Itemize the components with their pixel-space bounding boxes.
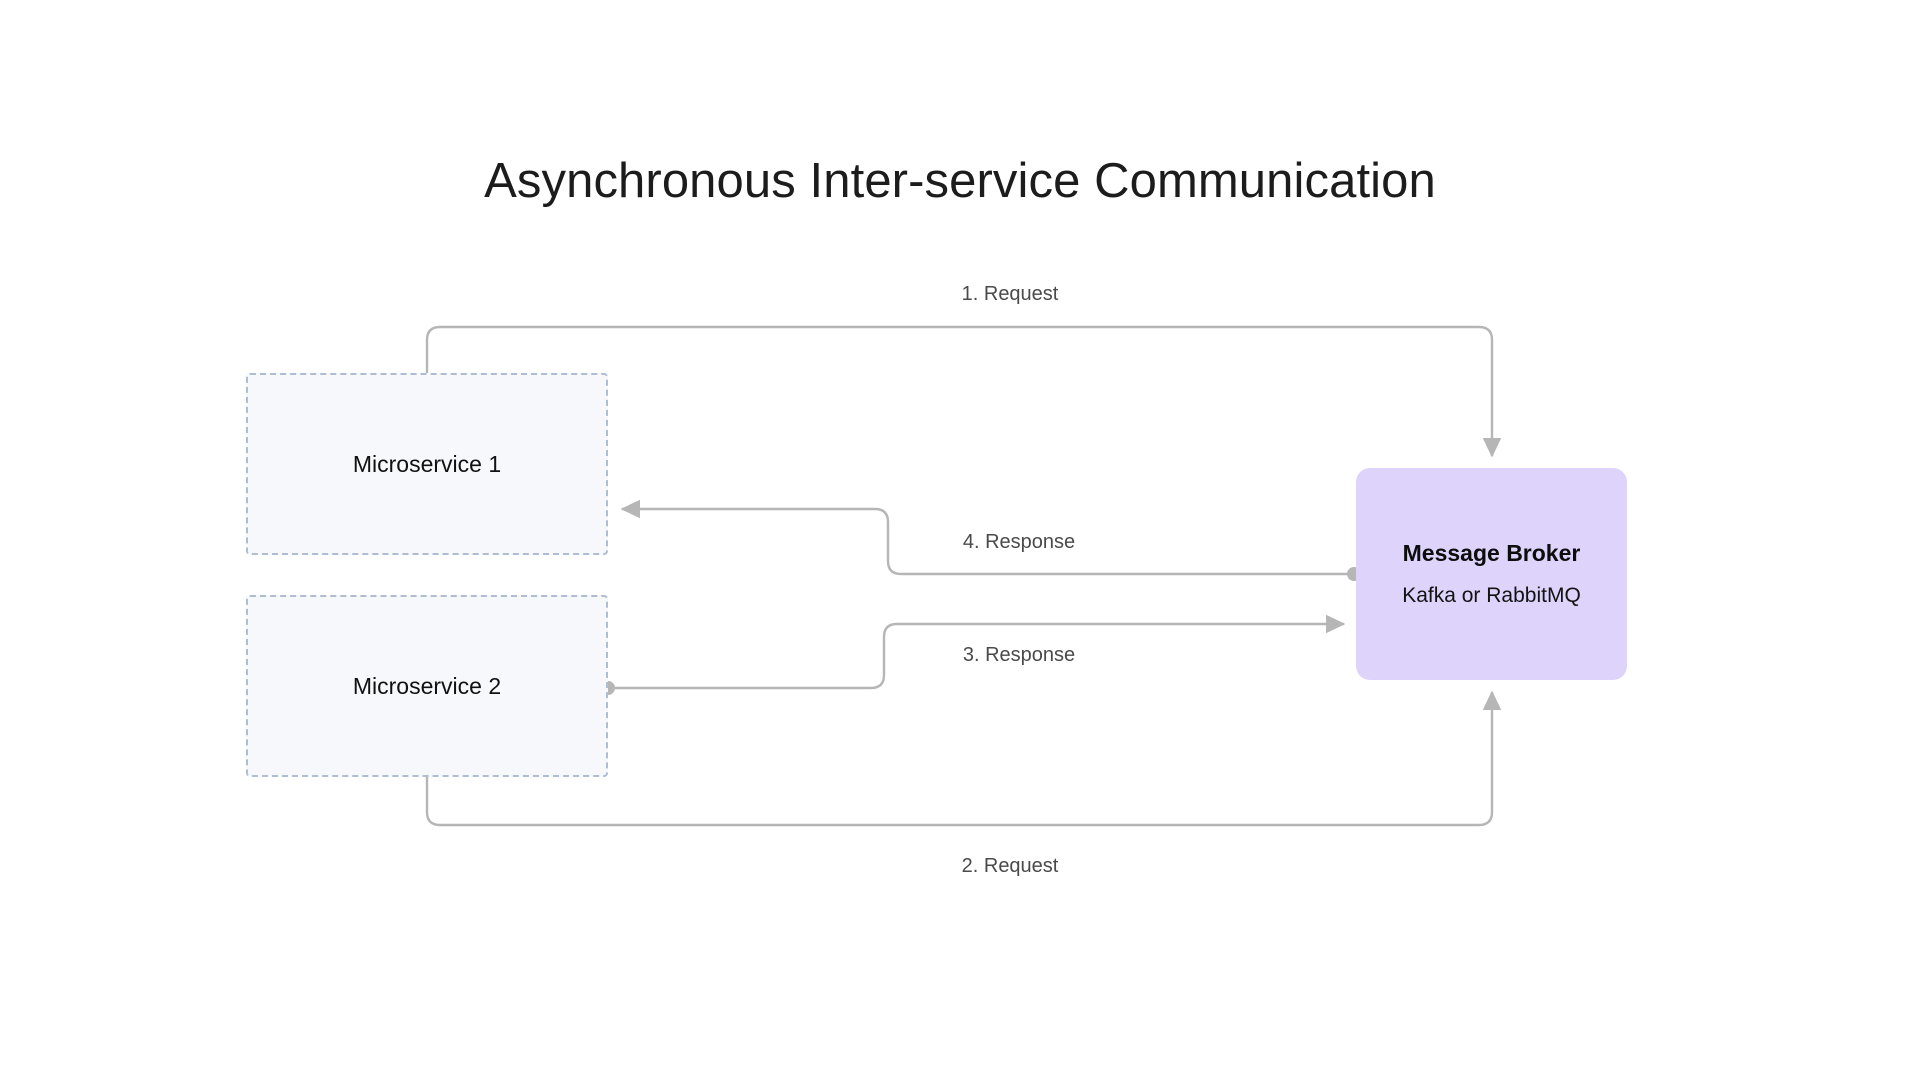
edge-label-2-request: 2. Request	[954, 853, 1066, 879]
node-microservice-1-label: Microservice 1	[352, 450, 502, 477]
edge-label-3-response: 3. Response	[955, 642, 1083, 668]
node-message-broker-title: Message Broker	[1402, 539, 1581, 566]
node-microservice-2[interactable]: Microservice 2	[246, 595, 608, 777]
node-message-broker-subtitle: Kafka or RabbitMQ	[1402, 584, 1581, 608]
node-microservice-1[interactable]: Microservice 1	[246, 373, 608, 555]
node-message-broker[interactable]: Message Broker Kafka or RabbitMQ	[1356, 468, 1627, 680]
page-title: Asynchronous Inter-service Communication	[484, 154, 1436, 208]
node-microservice-2-label: Microservice 2	[352, 672, 502, 699]
edge-label-4-response: 4. Response	[955, 529, 1083, 555]
edge-label-1-request: 1. Request	[954, 281, 1066, 307]
